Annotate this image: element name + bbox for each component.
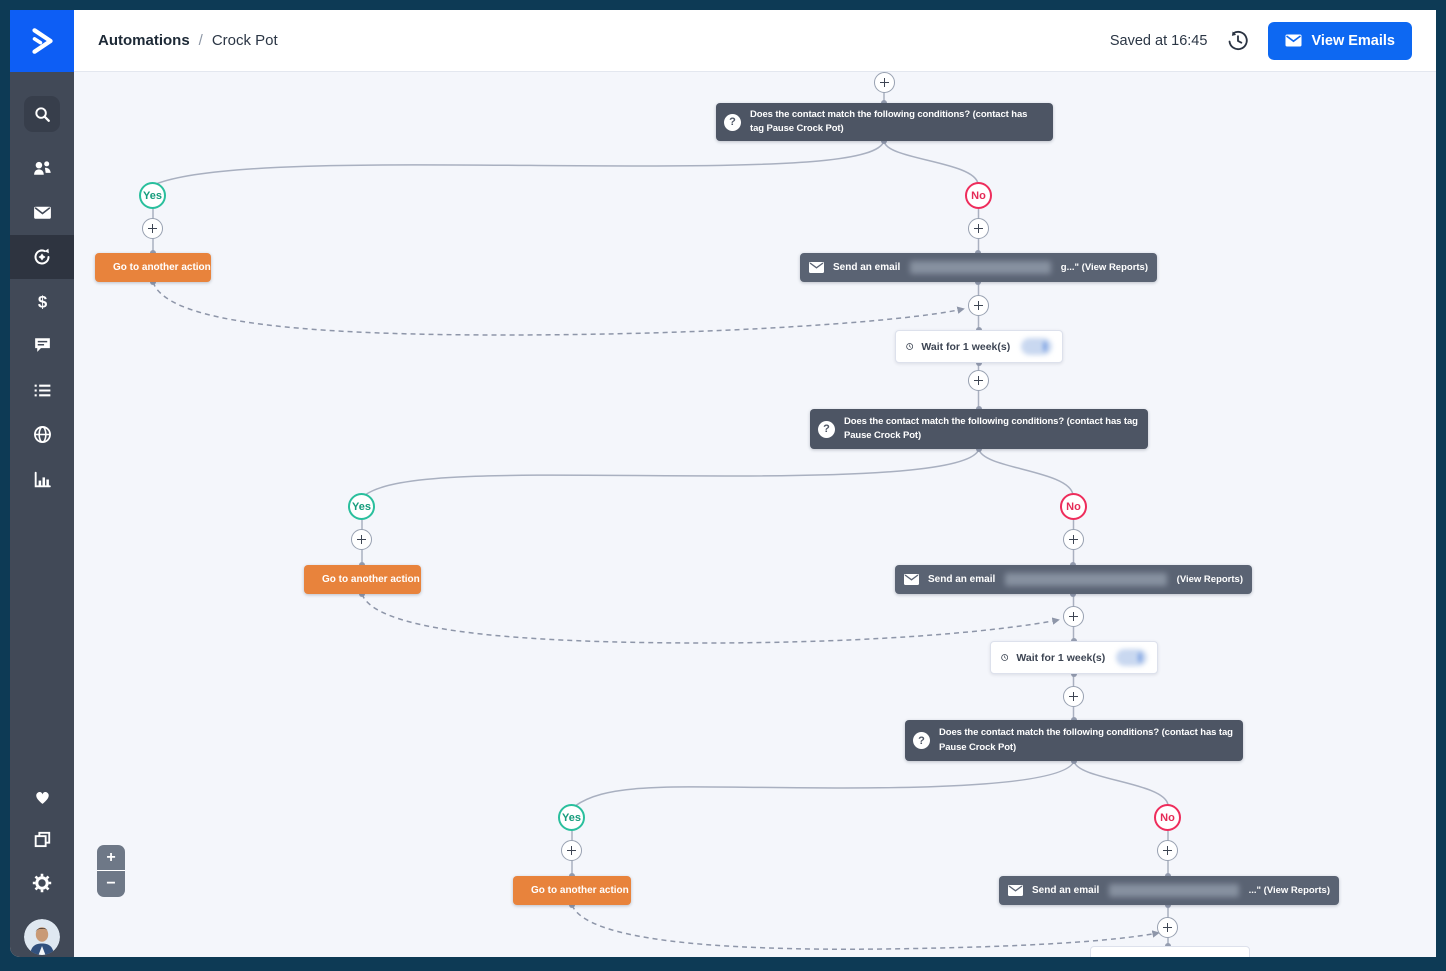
add-node-button[interactable]	[968, 218, 989, 239]
copy-icon	[34, 831, 50, 847]
branch-no-badge: No	[965, 182, 992, 209]
globe-icon	[33, 425, 51, 443]
sidebar-item-search[interactable]	[10, 92, 74, 136]
activecampaign-logo[interactable]	[10, 10, 74, 72]
envelope-icon	[33, 206, 51, 219]
goto-action-node[interactable]: Go to another action	[513, 876, 631, 905]
canvas-zoom-controls: + −	[97, 845, 125, 897]
clock-icon	[1001, 654, 1009, 661]
search-chip	[24, 96, 60, 132]
redacted-email-name	[1109, 884, 1239, 897]
app-window: Automations / Crock Pot Saved at 16:45 V…	[10, 10, 1436, 957]
branch-yes-badge: Yes	[558, 804, 585, 831]
breadcrumb-automations[interactable]: Automations	[98, 32, 190, 49]
dollar-icon: $	[37, 292, 47, 311]
bar-chart-icon	[34, 471, 51, 487]
add-node-button[interactable]	[874, 72, 895, 93]
view-emails-label: View Emails	[1311, 32, 1395, 49]
wait-node[interactable]: Wait for 1 week(s)	[895, 330, 1063, 363]
history-icon[interactable]	[1225, 28, 1250, 53]
automation-canvas[interactable]: Yes No Yes No Yes No Does the contact ma…	[74, 72, 1436, 957]
sidebar-item-favorites[interactable]	[10, 774, 74, 818]
clock-icon	[906, 343, 914, 350]
email-icon	[1285, 34, 1302, 47]
add-node-button[interactable]	[1063, 529, 1084, 550]
envelope-icon	[904, 574, 919, 585]
envelope-icon	[809, 262, 824, 273]
list-icon	[34, 384, 50, 396]
question-icon	[724, 113, 741, 131]
add-node-button[interactable]	[1063, 686, 1084, 707]
question-icon	[818, 420, 835, 438]
sidebar-item-contacts[interactable]	[10, 146, 74, 190]
add-node-button[interactable]	[1157, 917, 1178, 938]
view-reports-link[interactable]: g..." (View Reports)	[1060, 262, 1148, 273]
condition-node[interactable]: Does the contact match the following con…	[716, 103, 1053, 141]
add-node-button[interactable]	[561, 840, 582, 861]
avatar	[24, 919, 60, 955]
gear-icon	[32, 873, 52, 893]
search-icon	[34, 106, 50, 122]
question-icon	[913, 732, 930, 749]
breadcrumb-page-title: Crock Pot	[211, 32, 278, 49]
connector-wires	[150, 72, 1171, 957]
sidebar-item-email[interactable]	[10, 190, 74, 234]
sidebar-item-settings[interactable]	[10, 861, 74, 905]
zoom-out-button[interactable]: −	[97, 871, 125, 897]
branch-yes-badge: Yes	[348, 493, 375, 520]
redacted-email-name	[910, 261, 1051, 274]
view-reports-link[interactable]: ..." (View Reports)	[1248, 885, 1330, 896]
sidebar-item-copy[interactable]	[10, 817, 74, 861]
branch-no-badge: No	[1060, 493, 1087, 520]
redacted-email-name	[1005, 573, 1167, 586]
add-node-button[interactable]	[968, 370, 989, 391]
sidebar-item-lists[interactable]	[10, 368, 74, 412]
send-email-node[interactable]: Send an email g..." (View Reports)	[800, 253, 1157, 282]
sidebar-item-website[interactable]	[10, 412, 74, 456]
sidebar-item-conversations[interactable]	[10, 322, 74, 366]
sidebar-item-reports[interactable]	[10, 457, 74, 501]
heart-icon	[35, 791, 49, 804]
breadcrumb: Automations / Crock Pot	[98, 32, 278, 49]
add-node-button[interactable]	[1063, 606, 1084, 627]
add-node-button[interactable]	[351, 529, 372, 550]
zoom-in-button[interactable]: +	[97, 845, 125, 871]
add-node-button[interactable]	[1157, 840, 1178, 861]
contacts-icon	[33, 160, 51, 175]
envelope-icon	[1008, 885, 1023, 896]
top-bar: Automations / Crock Pot Saved at 16:45 V…	[74, 10, 1436, 72]
chat-bubble-icon	[34, 337, 50, 352]
partial-node[interactable]	[1090, 946, 1250, 957]
send-email-node[interactable]: Send an email ..." (View Reports)	[999, 876, 1339, 905]
branch-yes-badge: Yes	[139, 182, 166, 209]
branch-no-badge: No	[1154, 804, 1181, 831]
send-email-node[interactable]: Send an email (View Reports)	[895, 565, 1252, 594]
sidebar: $	[10, 72, 74, 957]
add-node-button[interactable]	[142, 218, 163, 239]
condition-node[interactable]: Does the contact match the following con…	[810, 409, 1148, 449]
svg-text:$: $	[37, 292, 47, 311]
wait-node[interactable]: Wait for 1 week(s)	[990, 641, 1158, 674]
redacted-wait-detail	[1021, 338, 1052, 355]
goto-action-node[interactable]: Go to another action	[95, 253, 211, 282]
add-node-button[interactable]	[968, 295, 989, 316]
chevron-logo-icon	[32, 28, 53, 54]
condition-node[interactable]: Does the contact match the following con…	[905, 720, 1243, 761]
automations-icon	[34, 248, 50, 265]
redacted-wait-detail	[1116, 649, 1147, 666]
breadcrumb-separator: /	[198, 32, 203, 49]
saved-status: Saved at 16:45	[1109, 32, 1208, 49]
view-reports-link[interactable]: (View Reports)	[1176, 574, 1243, 585]
view-emails-button[interactable]: View Emails	[1268, 21, 1412, 60]
sidebar-item-automations[interactable]	[10, 235, 74, 279]
sidebar-item-deals[interactable]: $	[10, 279, 74, 323]
goto-action-node[interactable]: Go to another action	[304, 565, 421, 594]
sidebar-item-profile[interactable]	[10, 915, 74, 957]
